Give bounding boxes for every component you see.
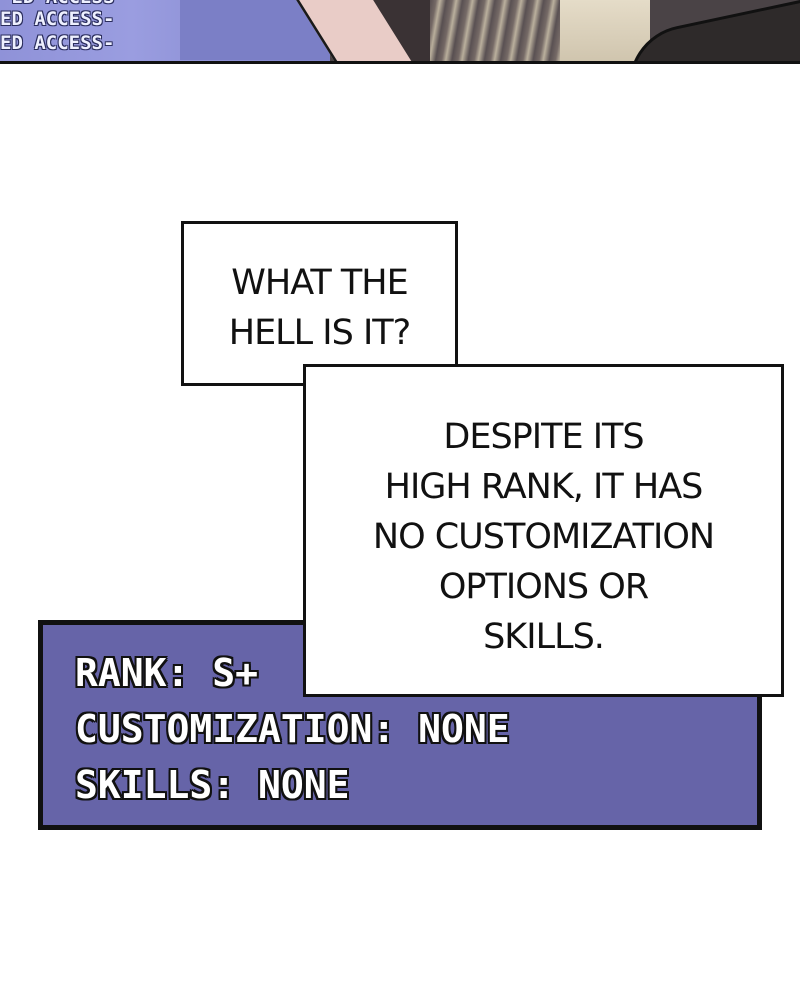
speech-line: WHAT THE xyxy=(231,263,408,303)
speech-box-explanation: DESPITE ITS HIGH RANK, IT HAS NO CUSTOMI… xyxy=(303,364,784,697)
speech-line: HIGH RANK, IT HAS xyxy=(384,467,704,507)
speech-text: WHAT THE HELL IS IT? xyxy=(184,258,455,358)
speech-line: OPTIONS OR xyxy=(438,567,649,607)
screen-text-line: -ED ACCESS- xyxy=(0,0,126,8)
speech-text: DESPITE ITS HIGH RANK, IT HAS NO CUSTOMI… xyxy=(306,412,781,662)
monitor-screen: -ED ACCESS- ED ACCESS- ED ACCESS- xyxy=(0,0,330,61)
speech-line: NO CUSTOMIZATION xyxy=(372,517,715,557)
status-customization: CUSTOMIZATION: NONE xyxy=(75,707,510,751)
status-skills: SKILLS: NONE xyxy=(75,763,350,807)
speech-line: DESPITE ITS xyxy=(443,417,644,457)
screen-text-line: ED ACCESS- xyxy=(0,8,115,30)
speech-line: SKILLS. xyxy=(483,617,605,657)
background-light-area xyxy=(560,0,650,61)
status-rank: RANK: S+ xyxy=(75,651,259,695)
speech-line: HELL IS IT? xyxy=(228,313,412,353)
screen-text-line: ED ACCESS- xyxy=(0,32,115,54)
previous-panel-strip: -ED ACCESS- ED ACCESS- ED ACCESS- xyxy=(0,0,800,64)
background-decoration xyxy=(430,0,580,61)
speech-box-question: WHAT THE HELL IS IT? xyxy=(181,221,458,386)
status-window: RANK: S+ CUSTOMIZATION: NONE SKILLS: NON… xyxy=(38,620,762,830)
